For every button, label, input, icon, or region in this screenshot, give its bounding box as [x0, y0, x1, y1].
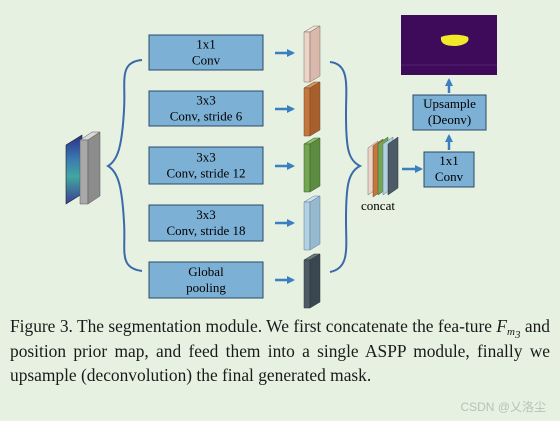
branch-line2: Conv [192, 53, 221, 68]
branch-3x3-conv-stride-18: 3x3 Conv, stride 18 [148, 204, 264, 242]
branch-line1: 3x3 [196, 93, 216, 108]
branch-line2: Conv, stride 18 [167, 223, 246, 238]
caption-part1: Figure 3. The segmentation module. We fi… [10, 316, 497, 336]
figure-caption: Figure 3. The segmentation module. We fi… [10, 314, 550, 388]
branch-line1: 1x1 [196, 37, 216, 52]
feature-slab-5 [303, 253, 321, 309]
feature-slab-1 [303, 25, 321, 83]
concat-feature-stack [367, 136, 399, 198]
output-mask-image [401, 15, 497, 75]
upsample-box: Upsample (Deonv) [412, 94, 487, 131]
caption-part2: and position prior map, and feed them in… [10, 316, 550, 385]
branch-line2: Conv, stride 12 [167, 166, 246, 181]
feature-slab-3 [303, 137, 321, 193]
branch-3x3-conv-stride-12: 3x3 Conv, stride 12 [148, 146, 264, 185]
branch-line1: 3x3 [196, 207, 216, 222]
watermark: CSDN @乂洛尘 [460, 400, 546, 414]
branch-1x1-conv: 1x1 Conv [148, 34, 264, 71]
concat-label: concat [361, 198, 395, 213]
head-conv-line1: 1x1 [439, 153, 459, 168]
caption-math: Fm3 [496, 316, 521, 341]
upsample-line2: (Deonv) [428, 112, 471, 127]
left-brace [106, 59, 143, 272]
input-feature-map [65, 131, 101, 205]
feature-slab-4 [303, 195, 321, 251]
head-conv-line2: Conv [435, 169, 464, 184]
branch-line1: 3x3 [196, 150, 216, 165]
feature-slab-2 [303, 81, 321, 137]
branch-line2: pooling [186, 280, 226, 295]
branch-line2: Conv, stride 6 [170, 109, 243, 124]
branch-3x3-conv-stride-6: 3x3 Conv, stride 6 [148, 90, 264, 127]
right-brace [329, 61, 363, 273]
branch-arrows [275, 49, 295, 284]
mask-blob [440, 34, 469, 46]
upsample-line1: Upsample [423, 96, 476, 111]
branch-line1: Global [188, 264, 224, 279]
head-conv-box: 1x1 Conv [423, 151, 475, 188]
branch-global-pooling: Global pooling [148, 261, 264, 299]
